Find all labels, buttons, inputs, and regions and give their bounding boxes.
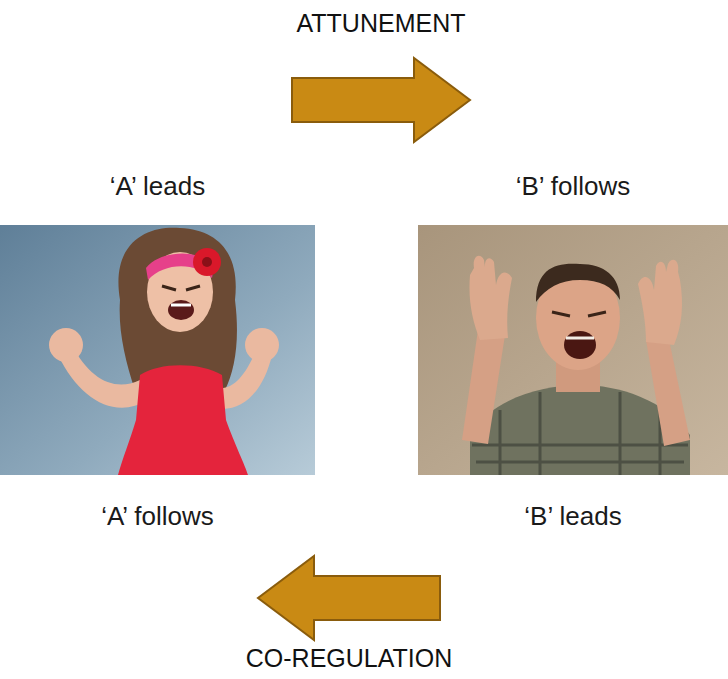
left-hand — [469, 256, 512, 340]
shirt-pattern — [472, 392, 688, 475]
flower — [193, 248, 221, 276]
arrow-label: CO-REGULATION — [243, 643, 456, 673]
right-fist — [245, 328, 279, 362]
left-fist — [49, 328, 83, 362]
photo-panel: ‘B’ follows ‘B’ leads — [418, 170, 728, 532]
panel-caption: ‘A’ follows — [101, 500, 214, 532]
panel-caption: ‘A’ leads — [110, 170, 205, 202]
photo-background — [0, 225, 315, 475]
panel-caption: ‘B’ follows — [516, 170, 631, 202]
man-photo — [418, 225, 728, 475]
block-arrow — [292, 58, 470, 142]
panel-caption: ‘B’ leads — [524, 500, 621, 532]
left-forearm — [462, 330, 505, 444]
teeth — [171, 304, 191, 307]
face — [147, 252, 213, 332]
teeth — [566, 337, 594, 340]
hair — [536, 264, 620, 302]
arrow-label: ATTUNEMENT — [294, 8, 469, 38]
flower-center — [202, 257, 212, 267]
closed-eyes — [552, 312, 606, 316]
girl-photo — [0, 225, 315, 475]
block-arrow — [258, 556, 440, 640]
eyes — [162, 286, 200, 290]
photo-background — [418, 225, 728, 475]
photo-panel: ‘A’ leads ‘A’ follows — [0, 170, 315, 532]
red-dress — [118, 365, 248, 475]
open-mouth — [564, 331, 596, 359]
right-hand — [638, 260, 682, 345]
mouth — [168, 300, 194, 320]
right-forearm — [646, 335, 690, 446]
